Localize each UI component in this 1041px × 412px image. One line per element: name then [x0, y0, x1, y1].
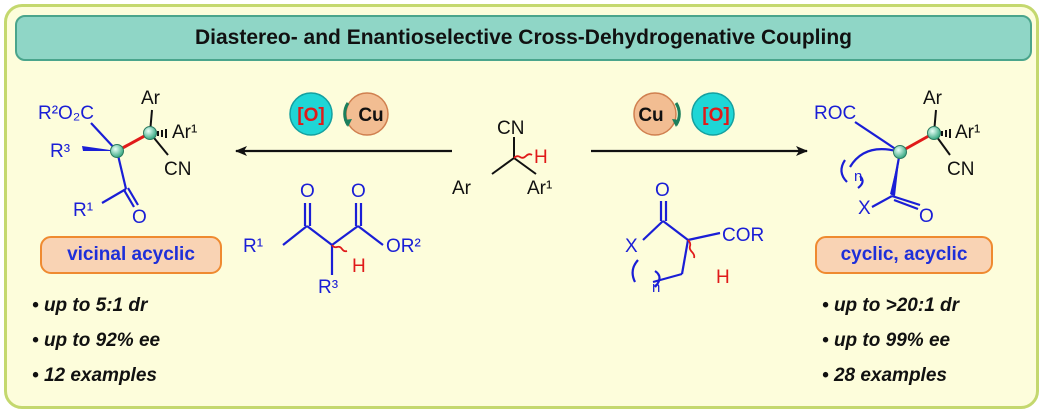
- copper-label-right: Cu: [638, 105, 663, 126]
- cyclic-acyclic-badge: cyclic, acyclic: [815, 236, 993, 274]
- ester-label: R²O₂C: [38, 103, 94, 124]
- oxidant-label-right: [O]: [702, 105, 729, 126]
- nitrile-ar-label: Ar: [452, 178, 472, 199]
- cyclic-h-label: H: [716, 267, 730, 288]
- r3-label: R³: [50, 141, 70, 162]
- oxidant-label: [O]: [297, 105, 324, 126]
- r1-label: R¹: [73, 200, 93, 221]
- left-stat-examples: • 12 examples: [32, 365, 157, 386]
- scheme-panel: Diastereo- and Enantioselective Cross-De…: [4, 4, 1039, 409]
- right-stat-examples: • 28 examples: [822, 365, 947, 386]
- cyclic-x-label: X: [625, 236, 638, 257]
- right-stat-ee: • up to 99% ee: [822, 330, 951, 351]
- keto-or2-label: OR²: [386, 236, 421, 257]
- oxidant-circle: [289, 92, 333, 136]
- right-n-label: n: [854, 168, 862, 185]
- right-o-label: O: [919, 206, 934, 227]
- left-product: R²O₂C R³ Ar Ar¹ CN R¹ O: [38, 88, 197, 228]
- left-stat-ee: • up to 92% ee: [32, 330, 161, 351]
- r3-wedge: [82, 146, 117, 151]
- right-ar1-label: Ar¹: [955, 122, 980, 143]
- copper-label: Cu: [358, 105, 383, 126]
- left-stats-list: • up to 5:1 dr • up to 92% ee • 12 examp…: [32, 288, 160, 393]
- right-catalyst-cycle: Cu [O]: [633, 92, 735, 136]
- nitrile-h-label: H: [534, 147, 548, 168]
- right-stat-dr: • up to >20:1 dr: [822, 295, 960, 316]
- scheme-title: Diastereo- and Enantioselective Cross-De…: [15, 15, 1032, 61]
- vicinal-acyclic-badge: vicinal acyclic: [40, 236, 222, 274]
- roc-label: ROC: [814, 103, 856, 124]
- left-stat-dr: • up to 5:1 dr: [32, 295, 148, 316]
- ar1-label: Ar¹: [172, 122, 197, 143]
- keto-r1-label: R¹: [243, 236, 263, 257]
- right-stats-list: • up to >20:1 dr • up to 99% ee • 28 exa…: [822, 288, 959, 393]
- ester-o-label: O: [351, 181, 366, 202]
- right-x-label: X: [858, 198, 871, 219]
- cycle-arrow-icon: [344, 119, 352, 127]
- nitrile-ar1-label: Ar¹: [527, 178, 552, 199]
- copper-circle-right: [633, 92, 677, 136]
- nitrile-cn-label: CN: [497, 118, 524, 139]
- keto-r3-label: R³: [318, 277, 338, 298]
- cycle-arrow-icon-right: [672, 119, 680, 127]
- nitrile-substrate: CN H Ar Ar¹: [452, 118, 552, 199]
- right-ar-label: Ar: [923, 88, 943, 109]
- ar-label: Ar: [141, 88, 161, 109]
- cyclic-cor-label: COR: [722, 225, 764, 246]
- right-cn-label: CN: [947, 159, 974, 180]
- keto-h-label: H: [352, 256, 366, 277]
- left-catalyst-cycle: [O] Cu: [289, 92, 389, 136]
- cn-label: CN: [164, 159, 191, 180]
- right-product: ROC Ar Ar¹ CN n X O: [814, 88, 980, 227]
- keto-o-label: O: [300, 181, 315, 202]
- oxidant-circle-right: [691, 92, 735, 136]
- cyclic-n-label: n: [652, 279, 660, 296]
- carbonyl-o-label: O: [132, 207, 147, 228]
- cyclic-substrate: O X COR H n: [625, 180, 764, 296]
- ketoester-substrate: O O R¹ OR² H R³: [243, 181, 421, 298]
- cyclic-o-label: O: [655, 180, 670, 201]
